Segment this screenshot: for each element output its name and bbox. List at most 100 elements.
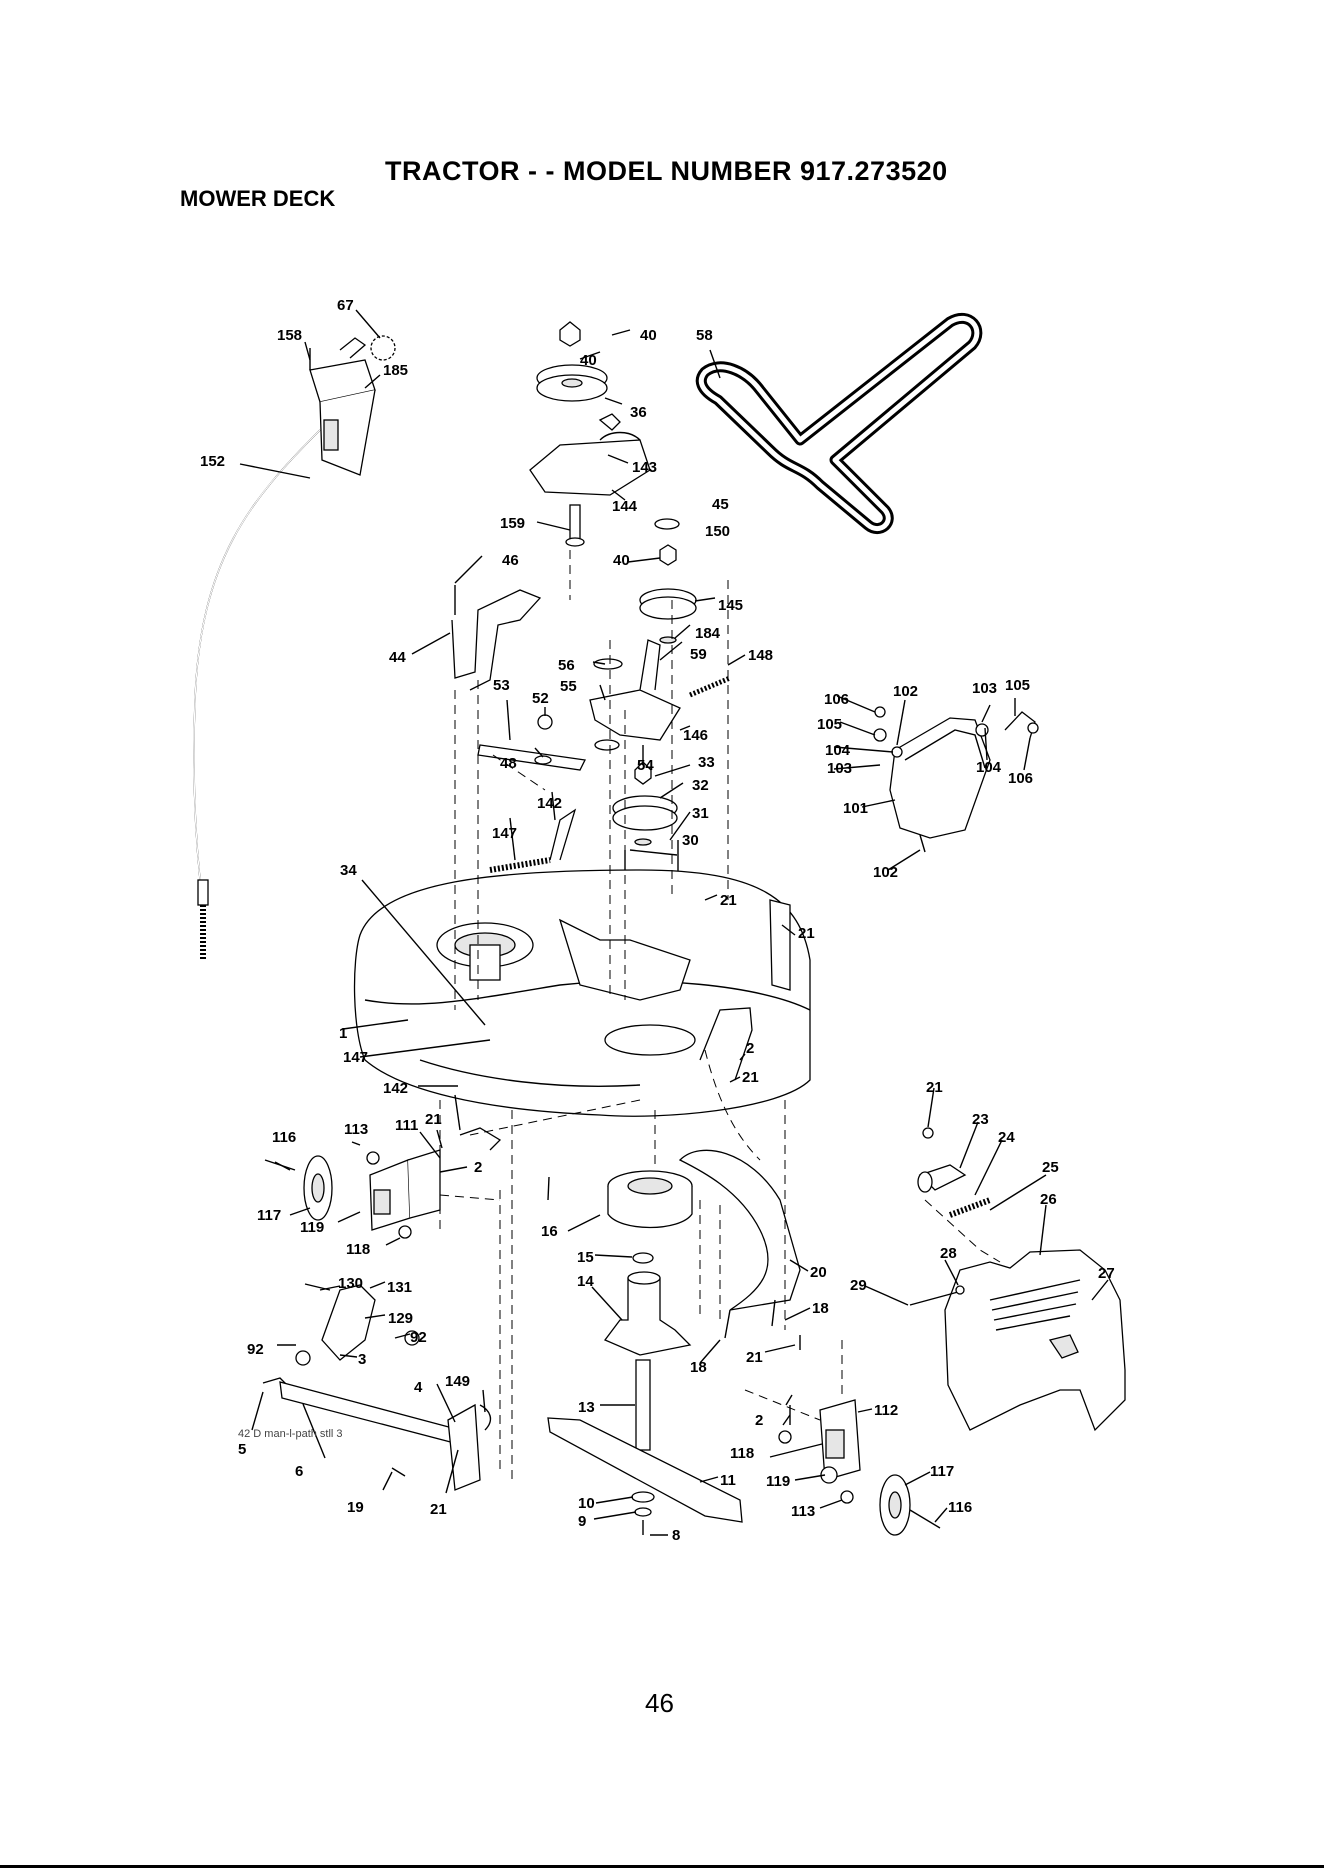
callout-117-a: 117 (257, 1207, 281, 1224)
front-lift-link-assembly (262, 1283, 492, 1491)
callout-3: 3 (358, 1351, 366, 1368)
discharge-chute-assembly (909, 1127, 1126, 1432)
callout-13: 13 (578, 1399, 595, 1416)
callout-40-b: 40 (640, 327, 657, 344)
callout-21-e: 21 (430, 1501, 447, 1518)
callout-146: 146 (683, 727, 708, 744)
callout-leaders (239, 309, 1109, 1536)
callout-111: 111 (395, 1117, 418, 1134)
callout-184: 184 (695, 625, 721, 642)
callout-150: 150 (705, 523, 730, 540)
callout-46: 46 (502, 552, 519, 569)
callout-18-a: 18 (812, 1300, 829, 1317)
callout-23: 23 (972, 1111, 989, 1128)
callout-147-b: 147 (343, 1049, 368, 1066)
callout-40-a: 40 (580, 352, 597, 369)
callout-4: 4 (414, 1379, 423, 1396)
callout-27: 27 (1098, 1265, 1115, 1282)
drive-pulley-stack (639, 518, 697, 644)
mower-deck-housing (353, 869, 811, 1161)
callout-25: 25 (1042, 1159, 1059, 1176)
callout-6: 6 (295, 1463, 303, 1480)
callout-106-b: 106 (1008, 770, 1033, 787)
callout-67: 67 (337, 297, 354, 314)
callout-106-a: 106 (824, 691, 849, 708)
callout-45: 45 (712, 496, 729, 513)
callout-9: 9 (578, 1513, 586, 1530)
callout-149: 149 (445, 1373, 470, 1390)
callout-1: 1 (339, 1025, 347, 1042)
callout-92-a: 92 (247, 1341, 264, 1358)
callout-102-b: 102 (873, 864, 898, 881)
callout-56: 56 (558, 657, 575, 674)
callout-48: 48 (500, 755, 517, 772)
callout-33: 33 (698, 754, 715, 771)
callout-18-b: 18 (690, 1359, 707, 1376)
belt-part (695, 312, 983, 534)
callout-32: 32 (692, 777, 709, 794)
callout-14: 14 (577, 1273, 594, 1290)
callout-8: 8 (672, 1527, 680, 1544)
callout-21-f: 21 (926, 1079, 943, 1096)
diagram-title: TRACTOR - - MODEL NUMBER 917.273520 (385, 156, 948, 186)
callout-159: 159 (500, 515, 525, 532)
right-gauge-wheel-assembly (778, 1335, 941, 1536)
idler-arm-part (589, 639, 731, 751)
callout-143: 143 (632, 459, 657, 476)
callout-34: 34 (340, 862, 357, 879)
callout-11: 11 (720, 1472, 736, 1489)
callout-24: 24 (998, 1129, 1015, 1146)
callout-2-c: 2 (755, 1412, 763, 1429)
callout-2-a: 2 (746, 1040, 754, 1057)
callout-119-a: 119 (300, 1219, 324, 1236)
callout-148: 148 (748, 647, 773, 664)
callout-104-a: 104 (825, 742, 851, 759)
callout-31: 31 (692, 805, 709, 822)
callout-40-c: 40 (613, 552, 630, 569)
callout-15: 15 (577, 1249, 594, 1266)
callout-105-b: 105 (817, 716, 842, 733)
callout-44: 44 (389, 649, 406, 666)
callout-53: 53 (493, 677, 510, 694)
callout-144: 144 (612, 498, 638, 515)
callout-21-a: 21 (720, 892, 737, 909)
callout-2-b: 2 (474, 1159, 482, 1176)
callout-19: 19 (347, 1499, 364, 1516)
page-number: 46 (645, 1688, 674, 1718)
callout-52: 52 (532, 690, 549, 707)
callout-103-b: 103 (827, 760, 852, 777)
callout-58: 58 (696, 327, 713, 344)
callout-105-a: 105 (1005, 677, 1030, 694)
callout-103-a: 103 (972, 680, 997, 697)
callout-152: 152 (200, 453, 225, 470)
callout-labels: 67 158 185 152 40 36 40 143 144 45 150 1… (200, 297, 1115, 1544)
figure-code-text: 42 D man-l-path stll 3 (238, 1428, 343, 1440)
callout-129: 129 (388, 1310, 413, 1327)
belt-guard-part (451, 585, 542, 691)
callout-112: 112 (874, 1402, 898, 1419)
diagram-subtitle: MOWER DECK (180, 186, 336, 211)
callout-117-b: 117 (930, 1463, 954, 1480)
callout-104-b: 104 (976, 759, 1002, 776)
callout-158: 158 (277, 327, 302, 344)
callout-26: 26 (1040, 1191, 1057, 1208)
callout-119-b: 119 (766, 1473, 790, 1490)
lift-cable-part (193, 429, 321, 960)
rear-baffle-part (678, 1149, 801, 1339)
callout-21-d: 21 (425, 1111, 442, 1128)
callout-113-b: 113 (791, 1503, 815, 1520)
callout-116-a: 116 (272, 1129, 296, 1146)
callout-142-b: 142 (383, 1080, 408, 1097)
left-arm-part (477, 714, 586, 771)
callout-131: 131 (387, 1279, 412, 1296)
callout-16: 16 (541, 1223, 558, 1240)
callout-55: 55 (560, 678, 577, 695)
callout-130: 130 (338, 1275, 363, 1292)
left-gauge-wheel-assembly (264, 1094, 502, 1239)
callout-21-b: 21 (798, 925, 815, 942)
callout-145: 145 (718, 597, 743, 614)
callout-116-b: 116 (948, 1499, 972, 1516)
callout-92-b: 92 (410, 1329, 427, 1346)
callout-36: 36 (630, 404, 647, 421)
